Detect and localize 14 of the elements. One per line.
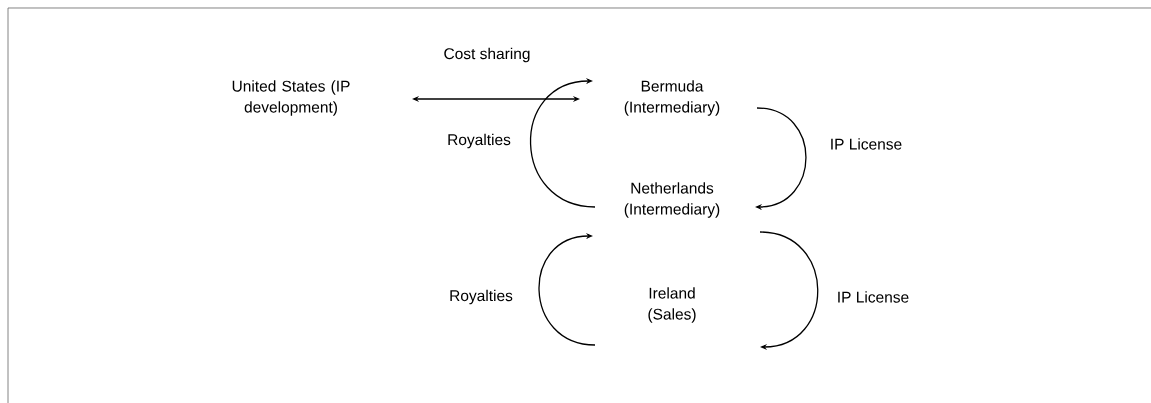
arrow <box>755 107 807 211</box>
arrow <box>759 231 819 351</box>
arrow <box>538 232 596 346</box>
arrow <box>412 95 580 103</box>
edge-label: IP License <box>835 290 911 304</box>
edge-label: Royalties <box>446 132 512 150</box>
edge-label: Cost sharing <box>442 46 532 64</box>
country-label: Netherlands (Intermediary) <box>624 182 720 218</box>
arrow <box>529 77 596 208</box>
country-label: United States (IP development) <box>232 80 350 116</box>
edge-label: Royalties <box>448 288 514 306</box>
edge-label: IP License <box>828 137 904 151</box>
country-label: Bermuda (Intermediary) <box>624 80 720 116</box>
country-label: Ireland (Sales) <box>648 287 696 323</box>
